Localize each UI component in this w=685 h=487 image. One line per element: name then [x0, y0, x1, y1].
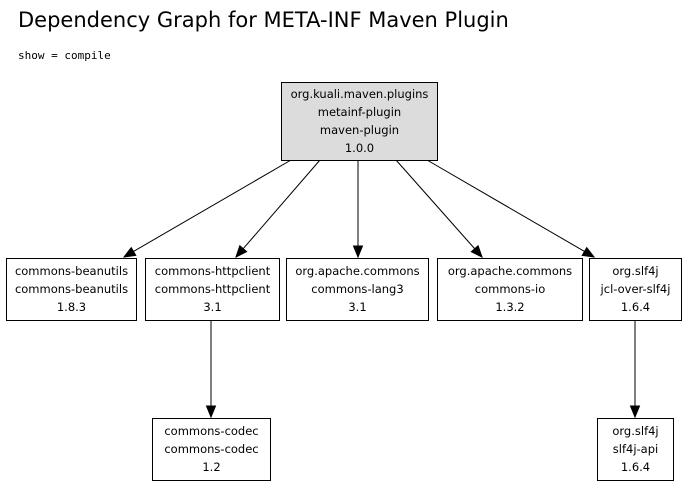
- node-label-line: org.kuali.maven.plugins: [291, 87, 429, 101]
- node-label-line: commons-httpclient: [155, 264, 271, 278]
- node-label-line: metainf-plugin: [318, 105, 401, 119]
- dependency-node-beanutils[interactable]: commons-beanutils commons-beanutils 1.8.3: [6, 258, 137, 321]
- node-label-line: 1.6.4: [621, 300, 650, 314]
- dependency-node-root[interactable]: org.kuali.maven.plugins metainf-plugin mav…: [281, 82, 438, 161]
- node-box: [589, 258, 682, 321]
- arrow-head-icon: [629, 405, 641, 419]
- dependency-node-httpclient[interactable]: commons-httpclient commons-httpclient 3.1: [145, 258, 280, 321]
- edge-line: [395, 159, 476, 250]
- edge-line: [133, 159, 292, 252]
- node-box: [145, 258, 280, 321]
- dependency-edge: [352, 160, 364, 259]
- dependency-node-codec[interactable]: commons-codec commons-codec 1.2: [152, 418, 271, 481]
- dependency-edge: [395, 159, 483, 258]
- page-title: Dependency Graph for META-INF Maven Plug…: [18, 8, 509, 32]
- node-label-line: commons-codec: [164, 442, 258, 456]
- node-label-line: jcl-over-slf4j: [600, 282, 671, 296]
- node-label-line: org.apache.commons: [448, 264, 572, 278]
- node-box: [281, 82, 438, 161]
- arrow-head-icon: [205, 405, 217, 419]
- node-label-line: slf4j-api: [613, 442, 658, 456]
- dependency-edge: [122, 159, 292, 258]
- node-box: [437, 258, 583, 321]
- dependency-node-slf4japi[interactable]: org.slf4j slf4j-api 1.6.4: [597, 418, 674, 481]
- node-label-line: commons-httpclient: [155, 282, 271, 296]
- arrow-head-icon: [581, 246, 596, 258]
- node-label-line: 1.3.2: [495, 300, 524, 314]
- node-label-line: commons-io: [475, 282, 545, 296]
- arrow-head-icon: [235, 244, 248, 258]
- node-label-line: commons-codec: [164, 424, 258, 438]
- node-label-line: 1.6.4: [621, 460, 650, 474]
- node-label-line: 1.8.3: [57, 300, 86, 314]
- node-label-line: commons-beanutils: [15, 282, 128, 296]
- node-label-line: commons-lang3: [311, 282, 403, 296]
- node-label-line: 3.1: [348, 300, 366, 314]
- node-label-line: maven-plugin: [320, 123, 399, 137]
- dependency-edge: [235, 159, 321, 258]
- node-box: [6, 258, 137, 321]
- arrow-head-icon: [352, 245, 364, 259]
- arrow-head-icon: [122, 246, 137, 258]
- edge-line: [426, 159, 585, 252]
- edges-layer: [122, 159, 641, 419]
- node-label-line: commons-beanutils: [15, 264, 128, 278]
- dependency-edge: [629, 320, 641, 419]
- edge-line: [242, 159, 321, 250]
- node-box: [152, 418, 271, 481]
- node-label-line: 3.1: [203, 300, 221, 314]
- node-label-line: org.slf4j: [612, 424, 658, 438]
- node-label-line: 1.0.0: [345, 141, 374, 155]
- dependency-node-lang3[interactable]: org.apache.commons commons-lang3 3.1: [286, 258, 429, 321]
- dependency-edge: [426, 159, 596, 258]
- nodes-layer: org.kuali.maven.plugins metainf-plugin mav…: [6, 82, 682, 481]
- dependency-edge: [205, 320, 217, 419]
- node-label-line: 1.2: [202, 460, 220, 474]
- graph-scope-label: show = compile: [18, 49, 111, 62]
- arrow-head-icon: [470, 244, 483, 258]
- node-box: [597, 418, 674, 481]
- dependency-node-commonsio[interactable]: org.apache.commons commons-io 1.3.2: [437, 258, 583, 321]
- node-label-line: org.apache.commons: [295, 264, 419, 278]
- dependency-node-jcl[interactable]: org.slf4j jcl-over-slf4j 1.6.4: [589, 258, 682, 321]
- node-box: [286, 258, 429, 321]
- node-label-line: org.slf4j: [612, 264, 658, 278]
